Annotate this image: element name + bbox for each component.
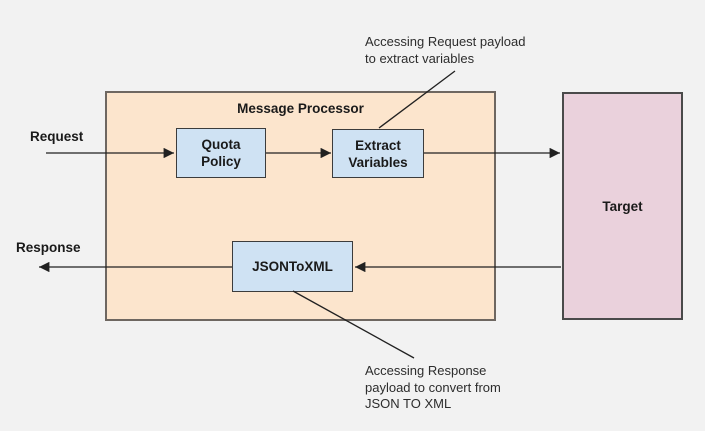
target-node-label: Target [602, 198, 643, 214]
target-node: Target [562, 92, 683, 320]
extract-variables-node: Extract Variables [332, 129, 424, 178]
response-payload-annotation: Accessing Response payload to convert fr… [365, 363, 501, 411]
request-payload-annotation: Accessing Request payload to extract var… [365, 34, 526, 66]
response-label: Response [16, 240, 81, 255]
json-to-xml-node: JSONToXML [232, 241, 353, 292]
message-processor-title: Message Processor [237, 101, 364, 116]
request-label: Request [30, 129, 84, 144]
quota-policy-node: Quota Policy [176, 128, 266, 178]
